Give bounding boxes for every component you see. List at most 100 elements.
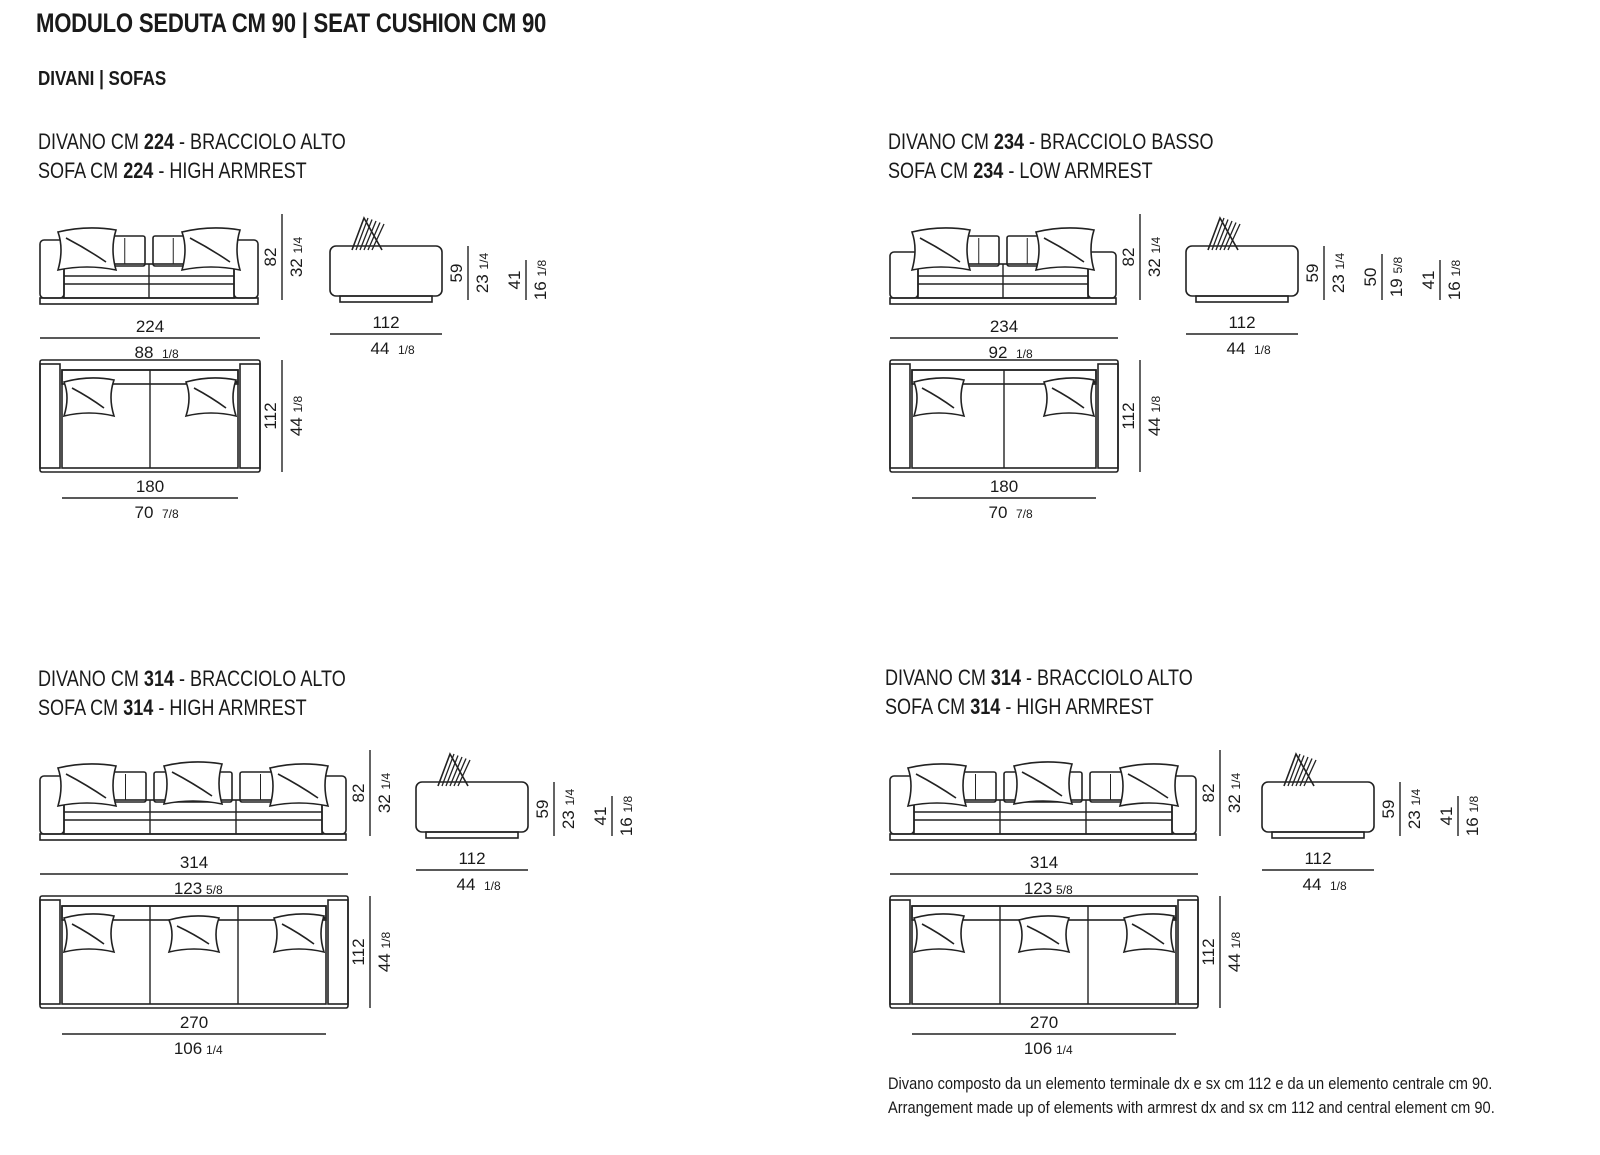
cushion-crease [65, 773, 107, 799]
dimension-inch-label: 16 1/8 [1445, 260, 1464, 301]
dimension-cm-label: 41 [1419, 271, 1438, 290]
page-title: MODULO SEDUTA CM 90 | SEAT CUSHION CM 90 [36, 8, 547, 38]
heading-suffix: - BRACCIOLO ALTO [174, 129, 346, 154]
backrest-slat [1227, 223, 1241, 251]
dimension-inch-label: 44 [1303, 875, 1322, 894]
dimension-cm-label: 270 [1030, 1013, 1058, 1032]
heading-size: 234 [973, 158, 1004, 183]
cushion-crease [921, 387, 955, 409]
section-heading-2: DIVANO CM 234 - BRACCIOLO BASSO SOFA CM … [888, 127, 1213, 185]
seat-frame [913, 799, 1173, 835]
dimension-inch-label: 70 [989, 503, 1008, 522]
dimension-inch-fraction: 1/8 [1149, 396, 1163, 413]
dimension-inch-fraction: 1/4 [1149, 237, 1163, 254]
backrest-slat [371, 223, 385, 251]
heading-suffix: - HIGH ARMREST [1000, 694, 1154, 719]
backrest-slat [1295, 756, 1309, 787]
heading-prefix: DIVANO CM [38, 129, 144, 154]
heading-prefix: DIVANO CM [885, 665, 991, 690]
backrest-slat [441, 753, 455, 787]
backrest-outline [437, 752, 469, 787]
dimension-inch-fraction: 7/8 [162, 507, 179, 521]
plan-marker [1092, 380, 1096, 384]
dimension-cm-label: 180 [990, 477, 1018, 496]
dimension-cm-label: 234 [990, 317, 1018, 336]
plan-outline [39, 895, 349, 1009]
cushion-crease [171, 771, 213, 797]
plan-left-arm [889, 363, 911, 469]
section-heading-1: DIVANO CM 224 - BRACCIOLO ALTO SOFA CM 2… [38, 127, 346, 185]
dimension-inch-label: 16 1/8 [1463, 796, 1482, 837]
heading-line-it: DIVANO CM 234 - BRACCIOLO BASSO [888, 127, 1213, 156]
heading-line-en: SOFA CM 224 - HIGH ARMREST [38, 156, 346, 185]
seat-frame [63, 799, 323, 835]
dimension-inch-label: 44 1/8 [375, 932, 394, 973]
backrest-slat [1287, 753, 1301, 787]
dimension-cm-label: 41 [591, 807, 610, 826]
dimension-cm-label: 112 [261, 402, 280, 429]
section-heading-3: DIVANO CM 314 - BRACCIOLO ALTO SOFA CM 3… [38, 664, 346, 722]
plan-right-arm [1097, 363, 1119, 469]
plan-marker [234, 380, 238, 384]
dimension-cm-label: 314 [180, 853, 208, 872]
dimension-cm-label: 112 [1304, 849, 1331, 868]
heading-prefix: DIVANO CM [888, 129, 994, 154]
heading-size: 314 [123, 695, 154, 720]
dimension-inch-label: 16 1/8 [617, 796, 636, 837]
dimension-inch-fraction: 1/8 [621, 796, 635, 813]
dimension-inch-fraction: 1/8 [1330, 879, 1347, 893]
side-body [1261, 781, 1375, 833]
dimension-inch-label: 70 [135, 503, 154, 522]
dimension-inch-label: 44 [371, 339, 390, 358]
cushion-crease [1127, 773, 1169, 799]
dimension-inch-fraction: 1/4 [1333, 253, 1347, 270]
heading-size: 224 [143, 129, 175, 154]
heading-suffix: - BRACCIOLO BASSO [1024, 129, 1214, 154]
dimension-inch-fraction: 1/8 [1016, 347, 1033, 361]
heading-prefix: SOFA CM [885, 694, 971, 719]
dimension-inch-label: 92 [989, 343, 1008, 362]
sofa-base [889, 297, 1117, 305]
dimension-inch-label: 16 1/8 [531, 260, 550, 301]
side-body [329, 245, 443, 297]
dimension-inch-fraction: 5/8 [1056, 883, 1073, 897]
plan-outline [889, 895, 1199, 1009]
plan-right-arm [239, 363, 261, 469]
cushion-crease [176, 925, 210, 945]
backrest-outline [1207, 216, 1239, 251]
backrest-slat [363, 220, 377, 251]
side-base [1195, 295, 1289, 303]
dimension-inch-label: 44 [1227, 339, 1246, 358]
heading-size: 314 [143, 666, 175, 691]
cushion-crease [277, 773, 319, 799]
backrest-slat [449, 756, 463, 787]
side-base [425, 831, 519, 839]
arrangement-note: Divano composto da un elemento terminale… [888, 1072, 1495, 1120]
dimension-cm-label: 82 [349, 784, 368, 803]
cushion-crease [921, 923, 955, 945]
side-base [1271, 831, 1365, 839]
backrest-slat [457, 759, 471, 787]
cushion-crease [193, 387, 227, 409]
dimension-inch-fraction: 1/4 [291, 237, 305, 254]
sofa-base [39, 297, 259, 305]
plan-right-arm [327, 899, 349, 1005]
backrest-outline [1283, 752, 1315, 787]
plan-left-arm [39, 899, 61, 1005]
backrest-slat [359, 219, 373, 251]
backrest-slat [355, 217, 369, 251]
cushion-crease [189, 237, 231, 263]
dimension-inch-label: 123 [174, 879, 202, 898]
backrest-slat [1219, 220, 1233, 251]
heading-size: 314 [970, 694, 1001, 719]
cushion-crease [1021, 771, 1063, 797]
dimension-inch-label: 32 1/4 [1145, 237, 1164, 278]
dimension-inch-fraction: 1/4 [206, 1043, 223, 1057]
cushion-crease [71, 923, 105, 945]
